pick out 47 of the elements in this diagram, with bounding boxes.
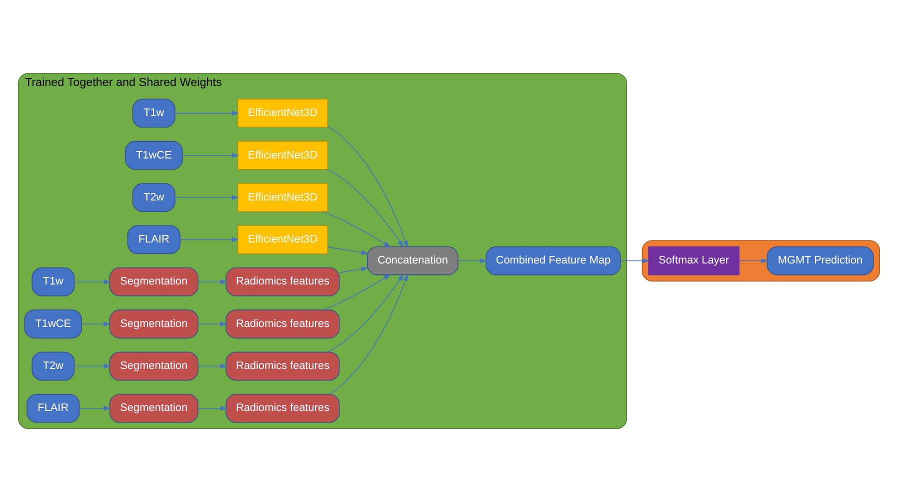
node-box: FLAIR bbox=[26, 394, 80, 423]
arrow bbox=[327, 126, 408, 248]
arrow bbox=[180, 237, 239, 242]
node-box: Segmentation bbox=[109, 394, 198, 423]
arrow bbox=[322, 211, 391, 248]
node-box: Combined Feature Map bbox=[486, 246, 621, 276]
arrow bbox=[81, 322, 111, 326]
arrow bbox=[198, 279, 228, 284]
arrow bbox=[174, 195, 239, 200]
node-box: Concatenation bbox=[367, 246, 458, 276]
arrow bbox=[174, 110, 239, 116]
node-box: T1w bbox=[32, 267, 75, 296]
arrow bbox=[328, 274, 408, 395]
node-box: MGMT Prediction bbox=[766, 246, 874, 276]
arrow bbox=[79, 406, 111, 411]
arrow bbox=[74, 279, 111, 284]
arrow bbox=[327, 274, 404, 352]
node-box: Softmax Layer bbox=[648, 246, 740, 276]
arrow bbox=[198, 406, 228, 411]
arrow bbox=[322, 274, 391, 310]
arrow bbox=[339, 266, 368, 274]
node-box: T1wCE bbox=[124, 140, 183, 170]
node-box: T1w bbox=[132, 98, 176, 128]
arrow bbox=[198, 322, 228, 326]
node-box: EfficientNet3D bbox=[237, 183, 328, 212]
node-box: EfficientNet3D bbox=[237, 140, 328, 170]
arrow bbox=[74, 364, 111, 369]
arrow bbox=[327, 169, 404, 248]
node-box: Radiomics features bbox=[226, 310, 340, 338]
arrow bbox=[738, 258, 768, 264]
node-box: Segmentation bbox=[109, 267, 198, 296]
arrow bbox=[198, 364, 228, 369]
node-box: Radiomics features bbox=[226, 394, 340, 423]
node-box: T2w bbox=[32, 352, 75, 381]
node-box: Segmentation bbox=[109, 352, 198, 381]
node-box: Radiomics features bbox=[226, 352, 340, 381]
arrow bbox=[327, 246, 368, 255]
node-box: Segmentation bbox=[109, 310, 198, 338]
node-box: EfficientNet3D bbox=[237, 225, 328, 254]
node-box: EfficientNet3D bbox=[237, 98, 328, 128]
arrow bbox=[182, 152, 239, 158]
node-box: Radiomics features bbox=[226, 267, 340, 296]
arrow bbox=[458, 258, 488, 264]
node-box: FLAIR bbox=[127, 225, 180, 254]
arrow bbox=[620, 258, 650, 264]
node-box: T1wCE bbox=[24, 310, 82, 338]
node-box: T2w bbox=[132, 183, 176, 212]
